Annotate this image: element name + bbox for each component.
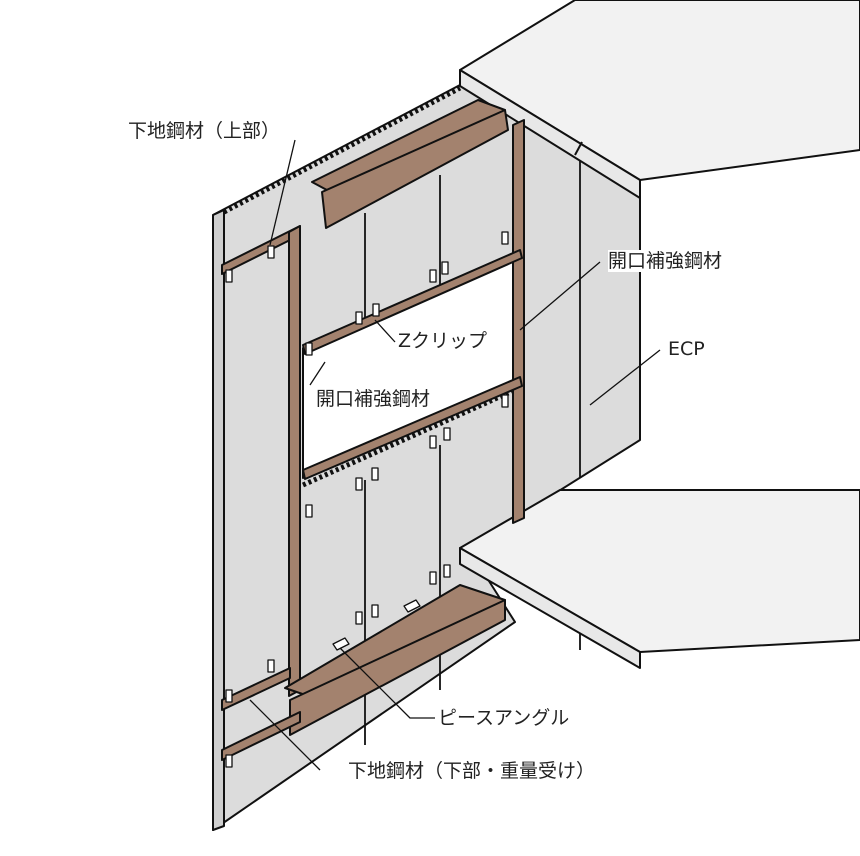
piece-angle-1	[403, 599, 421, 613]
opening-lintel	[302, 249, 523, 355]
lower-slab-edge	[459, 547, 641, 669]
upper-beam-web	[321, 109, 509, 229]
deck-edge-top	[222, 85, 462, 215]
panel-joints	[364, 158, 581, 745]
label-opening-reinforcement-left: 開口補強鋼材	[316, 388, 431, 410]
label-ecp: ECP	[668, 338, 705, 360]
post-left	[288, 225, 301, 697]
steel-members	[221, 99, 525, 761]
label-piece-angle: ピースアングル	[438, 707, 570, 729]
lower-base-steel-rail-2	[221, 667, 291, 711]
upper-slab-edge	[459, 69, 641, 199]
leader-lines	[249, 139, 661, 771]
deck-edge-opening	[301, 387, 517, 488]
left-panel-edge	[212, 209, 225, 831]
label-opening-reinforcement-right: 開口補強鋼材	[608, 250, 723, 272]
z-clips	[225, 231, 509, 768]
label-lower-base-steel: 下地鋼材（下部・重量受け）	[348, 760, 596, 782]
opening-sill	[302, 376, 523, 480]
piece-angle-2	[332, 637, 350, 651]
label-z-clip: Zクリップ	[398, 330, 488, 352]
post-right	[512, 119, 525, 524]
label-upper-base-steel: 下地鋼材（上部）	[128, 120, 281, 142]
